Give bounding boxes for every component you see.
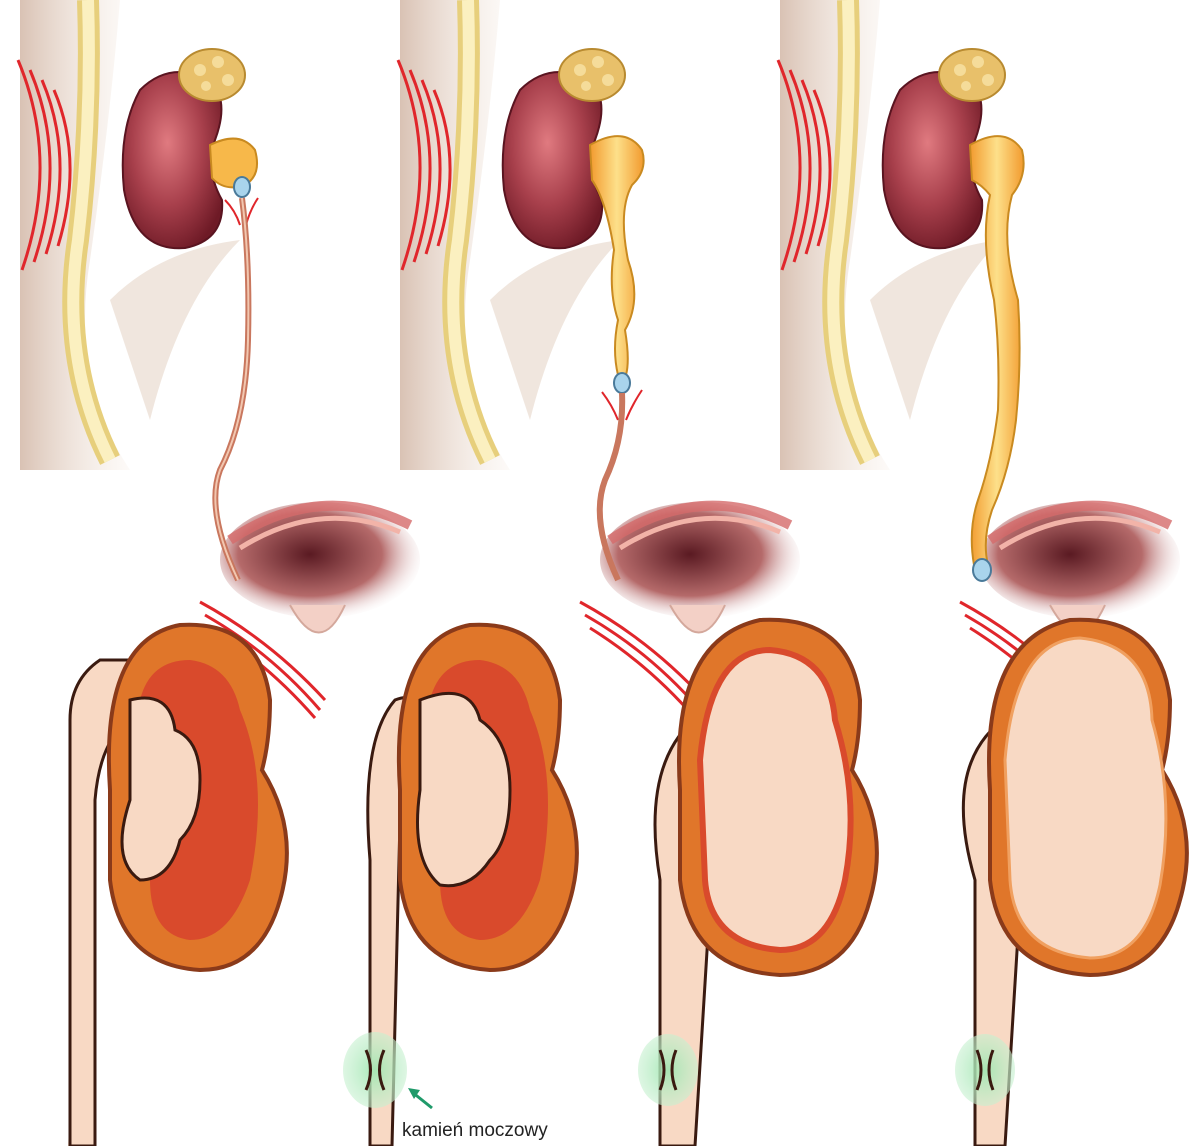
kidney-cross-section-mild [343, 625, 577, 1146]
stone-icon [234, 177, 250, 197]
panel-stone-lower-ureter [778, 0, 1180, 718]
stone-label: kamień moczowy [402, 1120, 548, 1142]
stone-highlight-icon [638, 1034, 698, 1106]
arrow-icon [408, 1088, 432, 1108]
panel-stone-mid-ureter [398, 0, 800, 718]
kidney-cross-section-severe [955, 620, 1187, 1146]
stone-icon [973, 559, 991, 581]
kidney-cross-section-moderate [638, 620, 877, 1146]
stone-highlight-icon [343, 1032, 407, 1108]
stone-icon [614, 373, 630, 393]
kidney-cross-section-normal [68, 625, 287, 1146]
renal-pelvis [210, 139, 257, 188]
panel-stone-upper-ureter [18, 0, 420, 718]
stone-highlight-icon [955, 1034, 1015, 1106]
